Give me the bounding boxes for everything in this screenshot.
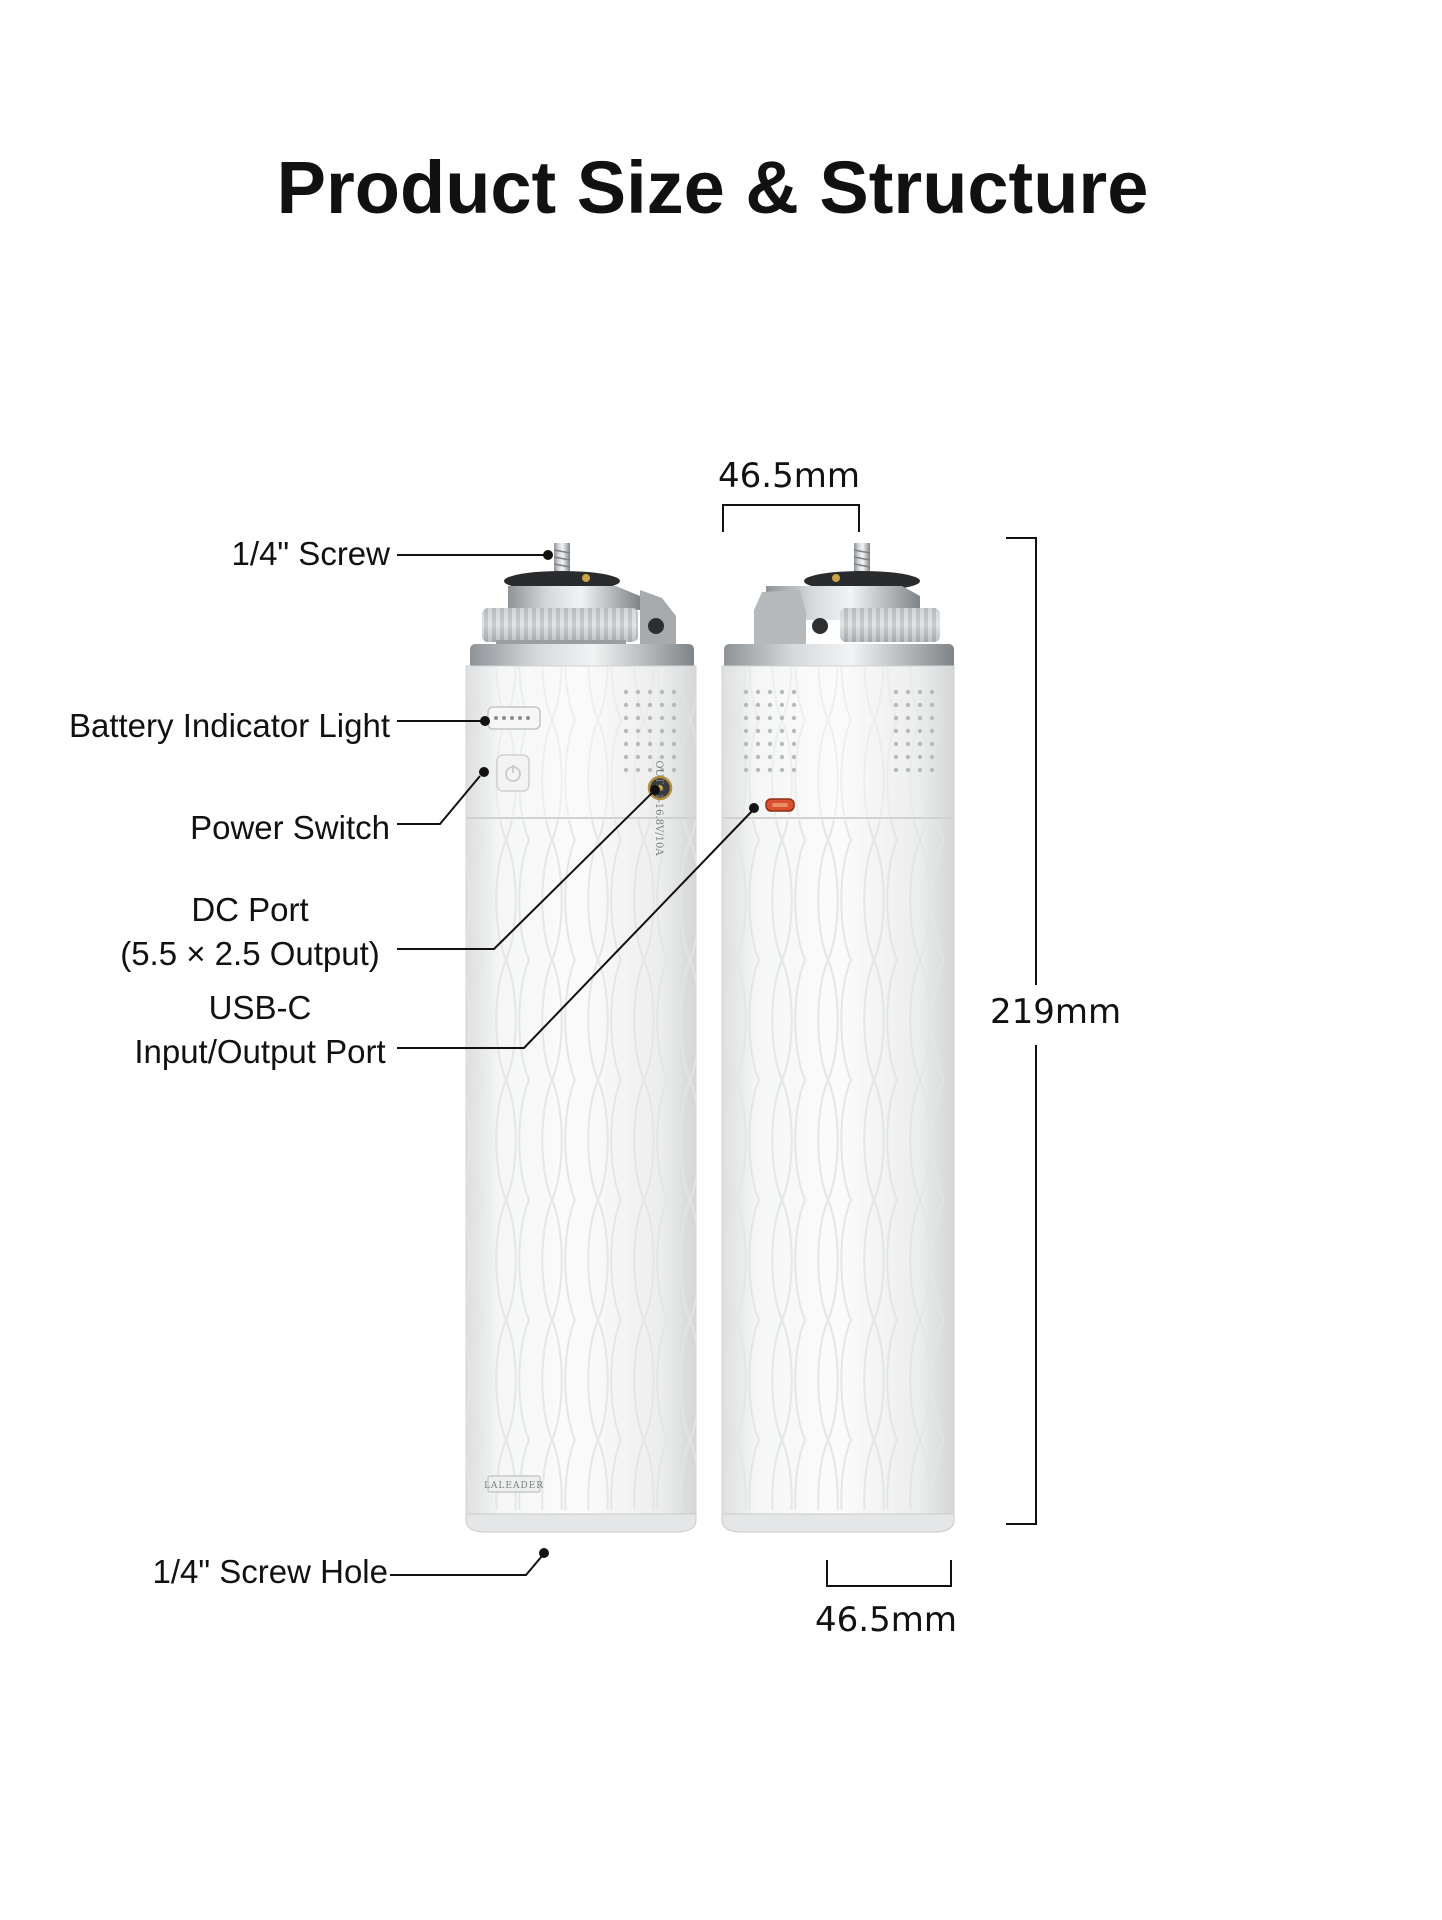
dc-port-label-line2: (5.5 × 2.5 Output) <box>120 935 380 972</box>
height-dimension: 219mm <box>990 992 1122 1032</box>
screw-label: 1/4" Screw <box>231 535 390 572</box>
top-cap-right <box>724 644 954 666</box>
callout-lines <box>390 554 755 1576</box>
power-switch-label: Power Switch <box>190 809 390 846</box>
speaker-grille-left <box>623 689 677 773</box>
top-cap-left <box>470 644 694 666</box>
dc-port-label-line1: DC Port <box>191 891 309 928</box>
brand-plate <box>487 1475 541 1493</box>
callout-dots <box>479 550 759 1558</box>
device-side-view <box>721 543 955 1533</box>
usbc-label-line2: Input/Output Port <box>134 1033 386 1070</box>
page-title: Product Size & Structure <box>276 146 1149 229</box>
screw-hole-label: 1/4" Screw Hole <box>152 1553 388 1590</box>
speaker-grille-right-b <box>893 689 935 773</box>
battery-indicator-label: Battery Indicator Light <box>68 707 390 744</box>
top-width-dimension: 46.5mm <box>718 456 860 496</box>
usbc-label-line1: USB-C <box>208 989 312 1026</box>
dc-port-marking: OUT:11-16.8V/10A <box>653 760 664 856</box>
speaker-grille-right-a <box>743 689 797 773</box>
device-front-view: OUT:11-16.8V/10A LALEADER <box>465 543 697 1533</box>
bottom-width-dimension: 46.5mm <box>815 1600 957 1640</box>
dimension-lines <box>722 504 1037 1587</box>
mount-bracket-right <box>754 590 806 644</box>
brand-plate-text: LALEADER <box>484 1481 544 1491</box>
